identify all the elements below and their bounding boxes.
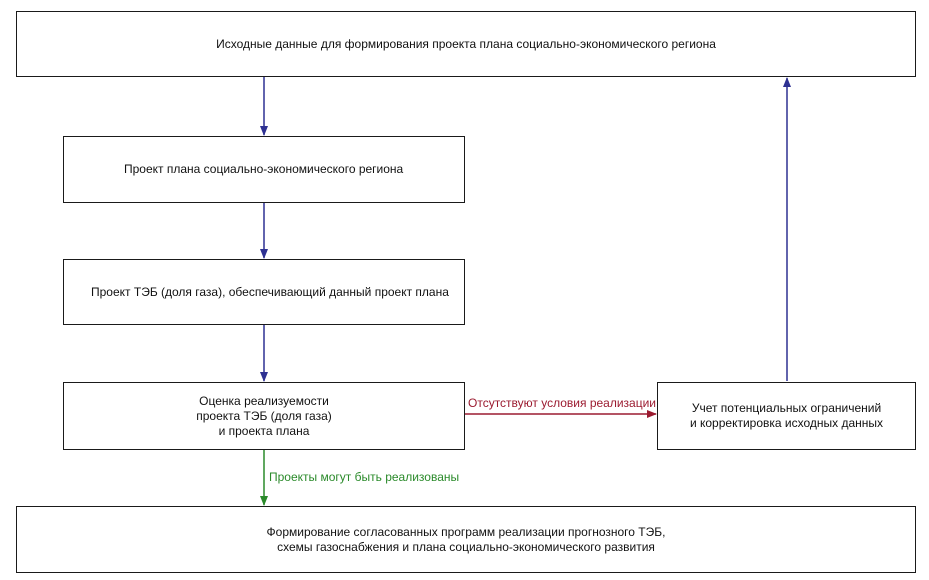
source-data-text: Исходные данные для формирования проекта…	[216, 36, 716, 51]
correction-text-line-2: и корректировка исходных данных	[689, 416, 884, 430]
plan-project-box: Проект плана социально-экономического ре…	[63, 136, 465, 203]
final-text-line-2: схемы газоснабжения и плана социально-эк…	[277, 539, 655, 554]
plan-project-text: Проект плана социально-экономического ре…	[124, 162, 404, 176]
correction-box: Учет потенциальных ограничений и коррект…	[657, 382, 916, 450]
evaluation-box: Оценка реализуемости проекта ТЭБ (доля г…	[63, 382, 465, 450]
correction-text-line-1: Учет потенциальных ограничений	[691, 401, 882, 415]
evaluation-text-line-1: Оценка реализуемости	[199, 393, 329, 408]
source-data-box: Исходные данные для формирования проекта…	[16, 11, 916, 77]
evaluation-text-line-2: проекта ТЭБ (доля газа)	[196, 408, 332, 423]
success-condition-label: Проекты могут быть реализованы	[269, 470, 460, 484]
final-programs-box: Формирование согласованных программ реал…	[16, 506, 916, 573]
failure-condition-label: Отсутствуют условия реализации	[468, 396, 656, 410]
final-text-line-1: Формирование согласованных программ реал…	[266, 524, 666, 539]
teb-project-box: Проект ТЭБ (доля газа), обеспечивающий д…	[63, 259, 465, 325]
teb-project-text: Проект ТЭБ (доля газа), обеспечивающий д…	[91, 284, 449, 299]
evaluation-text-line-3: и проекта плана	[218, 423, 310, 438]
